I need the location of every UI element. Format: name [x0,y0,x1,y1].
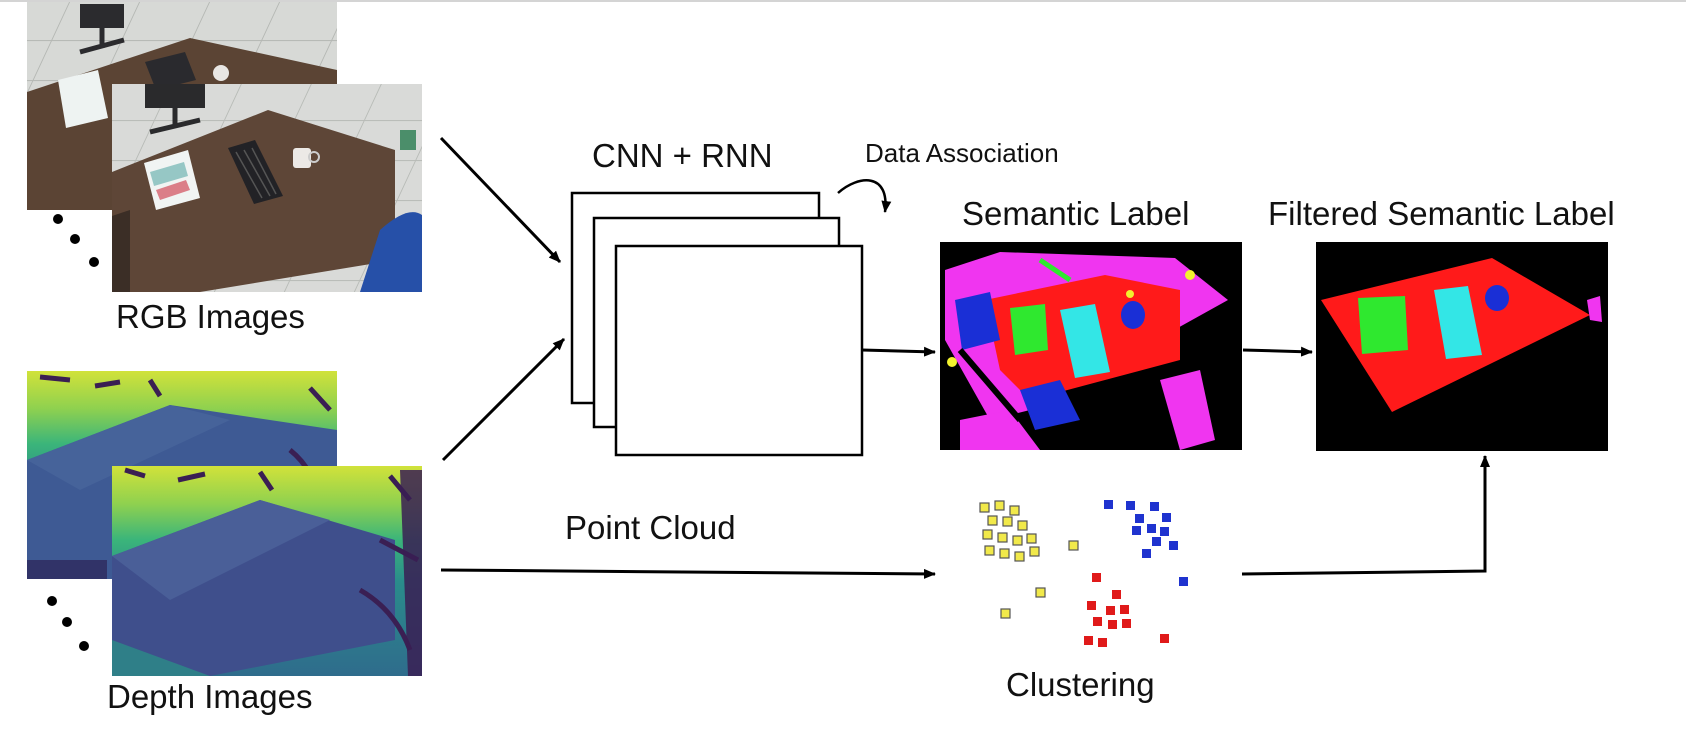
rgb-ellipsis-dots [53,214,99,267]
cluster-point [1112,590,1121,599]
cluster-point [1142,549,1151,558]
cluster-blue [1104,500,1188,586]
cluster-point [1162,513,1171,522]
cluster-point [994,500,1005,511]
cluster-point [984,545,995,556]
cluster-point [1135,514,1144,523]
depth-image-front [112,466,422,676]
cluster-red [1084,573,1169,647]
rgb-image-front [112,84,422,292]
cluster-point [1087,601,1096,610]
filtered-semantic-label-image [1316,242,1608,451]
cluster-point [1160,527,1169,536]
semantic-to-filtered-arrow [1242,346,1313,357]
cluster-point [1012,535,1023,546]
clustering-label: Clustering [1006,666,1155,703]
book [144,150,200,210]
cnn-rnn-label: CNN + RNN [592,137,773,174]
depth-to-clustering-arrow [440,568,936,579]
cluster-yellow [979,500,1079,619]
cluster-point [999,548,1010,559]
arrows [439,136,1490,579]
filtered-semantic-label-title: Filtered Semantic Label [1268,195,1615,232]
cluster-point [1017,520,1028,531]
cnn-frame-3 [614,244,864,457]
rgb-to-cnn-arrow [439,136,562,264]
cluster-point [1147,524,1156,533]
cluster-point [1009,505,1020,516]
cluster-point [1002,516,1013,527]
depth-images-label: Depth Images [107,678,313,715]
cluster-point [1152,537,1161,546]
cluster-point [1084,636,1093,645]
cluster-point [1108,620,1117,629]
cluster-point [1098,638,1107,647]
semantic-label-image [940,242,1242,450]
cluster-point [1068,540,1079,551]
cluster-point [987,515,998,526]
cluster-point [1160,634,1169,643]
rgb-images-label: RGB Images [116,298,305,335]
cluster-point [982,529,993,540]
mug [293,148,320,168]
chair [79,4,125,55]
data-association-label: Data Association [865,138,1059,168]
cluster-point [1132,526,1141,535]
cluster-point [1026,533,1037,544]
cluster-point [1014,551,1025,562]
cnn-rnn-stack [570,191,864,457]
cluster-point [1150,502,1159,511]
cluster-point [1120,605,1129,614]
cluster-point [1106,606,1115,615]
blue-bag [360,212,422,292]
clustering-to-filtered-arrow [1241,455,1490,576]
cluster-point [1179,577,1188,586]
cluster-point [1104,500,1113,509]
cluster-point [979,502,990,513]
depth-ellipsis-dots [47,596,89,651]
cluster-point [1092,573,1101,582]
data-association-loop-arrow [837,179,892,213]
cluster-point [1093,617,1102,626]
cluster-point [1000,608,1011,619]
keyboard [228,140,283,204]
cluster-point [1029,546,1040,557]
cluster-point [1169,541,1178,550]
cnn-to-semantic-arrow [861,346,936,357]
semantic-label-title: Semantic Label [962,195,1190,232]
point-cloud-label: Point Cloud [565,509,736,546]
cluster-point [1035,587,1046,598]
chair-front [145,84,205,135]
top-divider [0,0,1686,2]
depth-to-cnn-arrow [441,337,566,462]
cluster-point [997,532,1008,543]
cluster-point [1122,619,1131,628]
cluster-point [1126,501,1135,510]
